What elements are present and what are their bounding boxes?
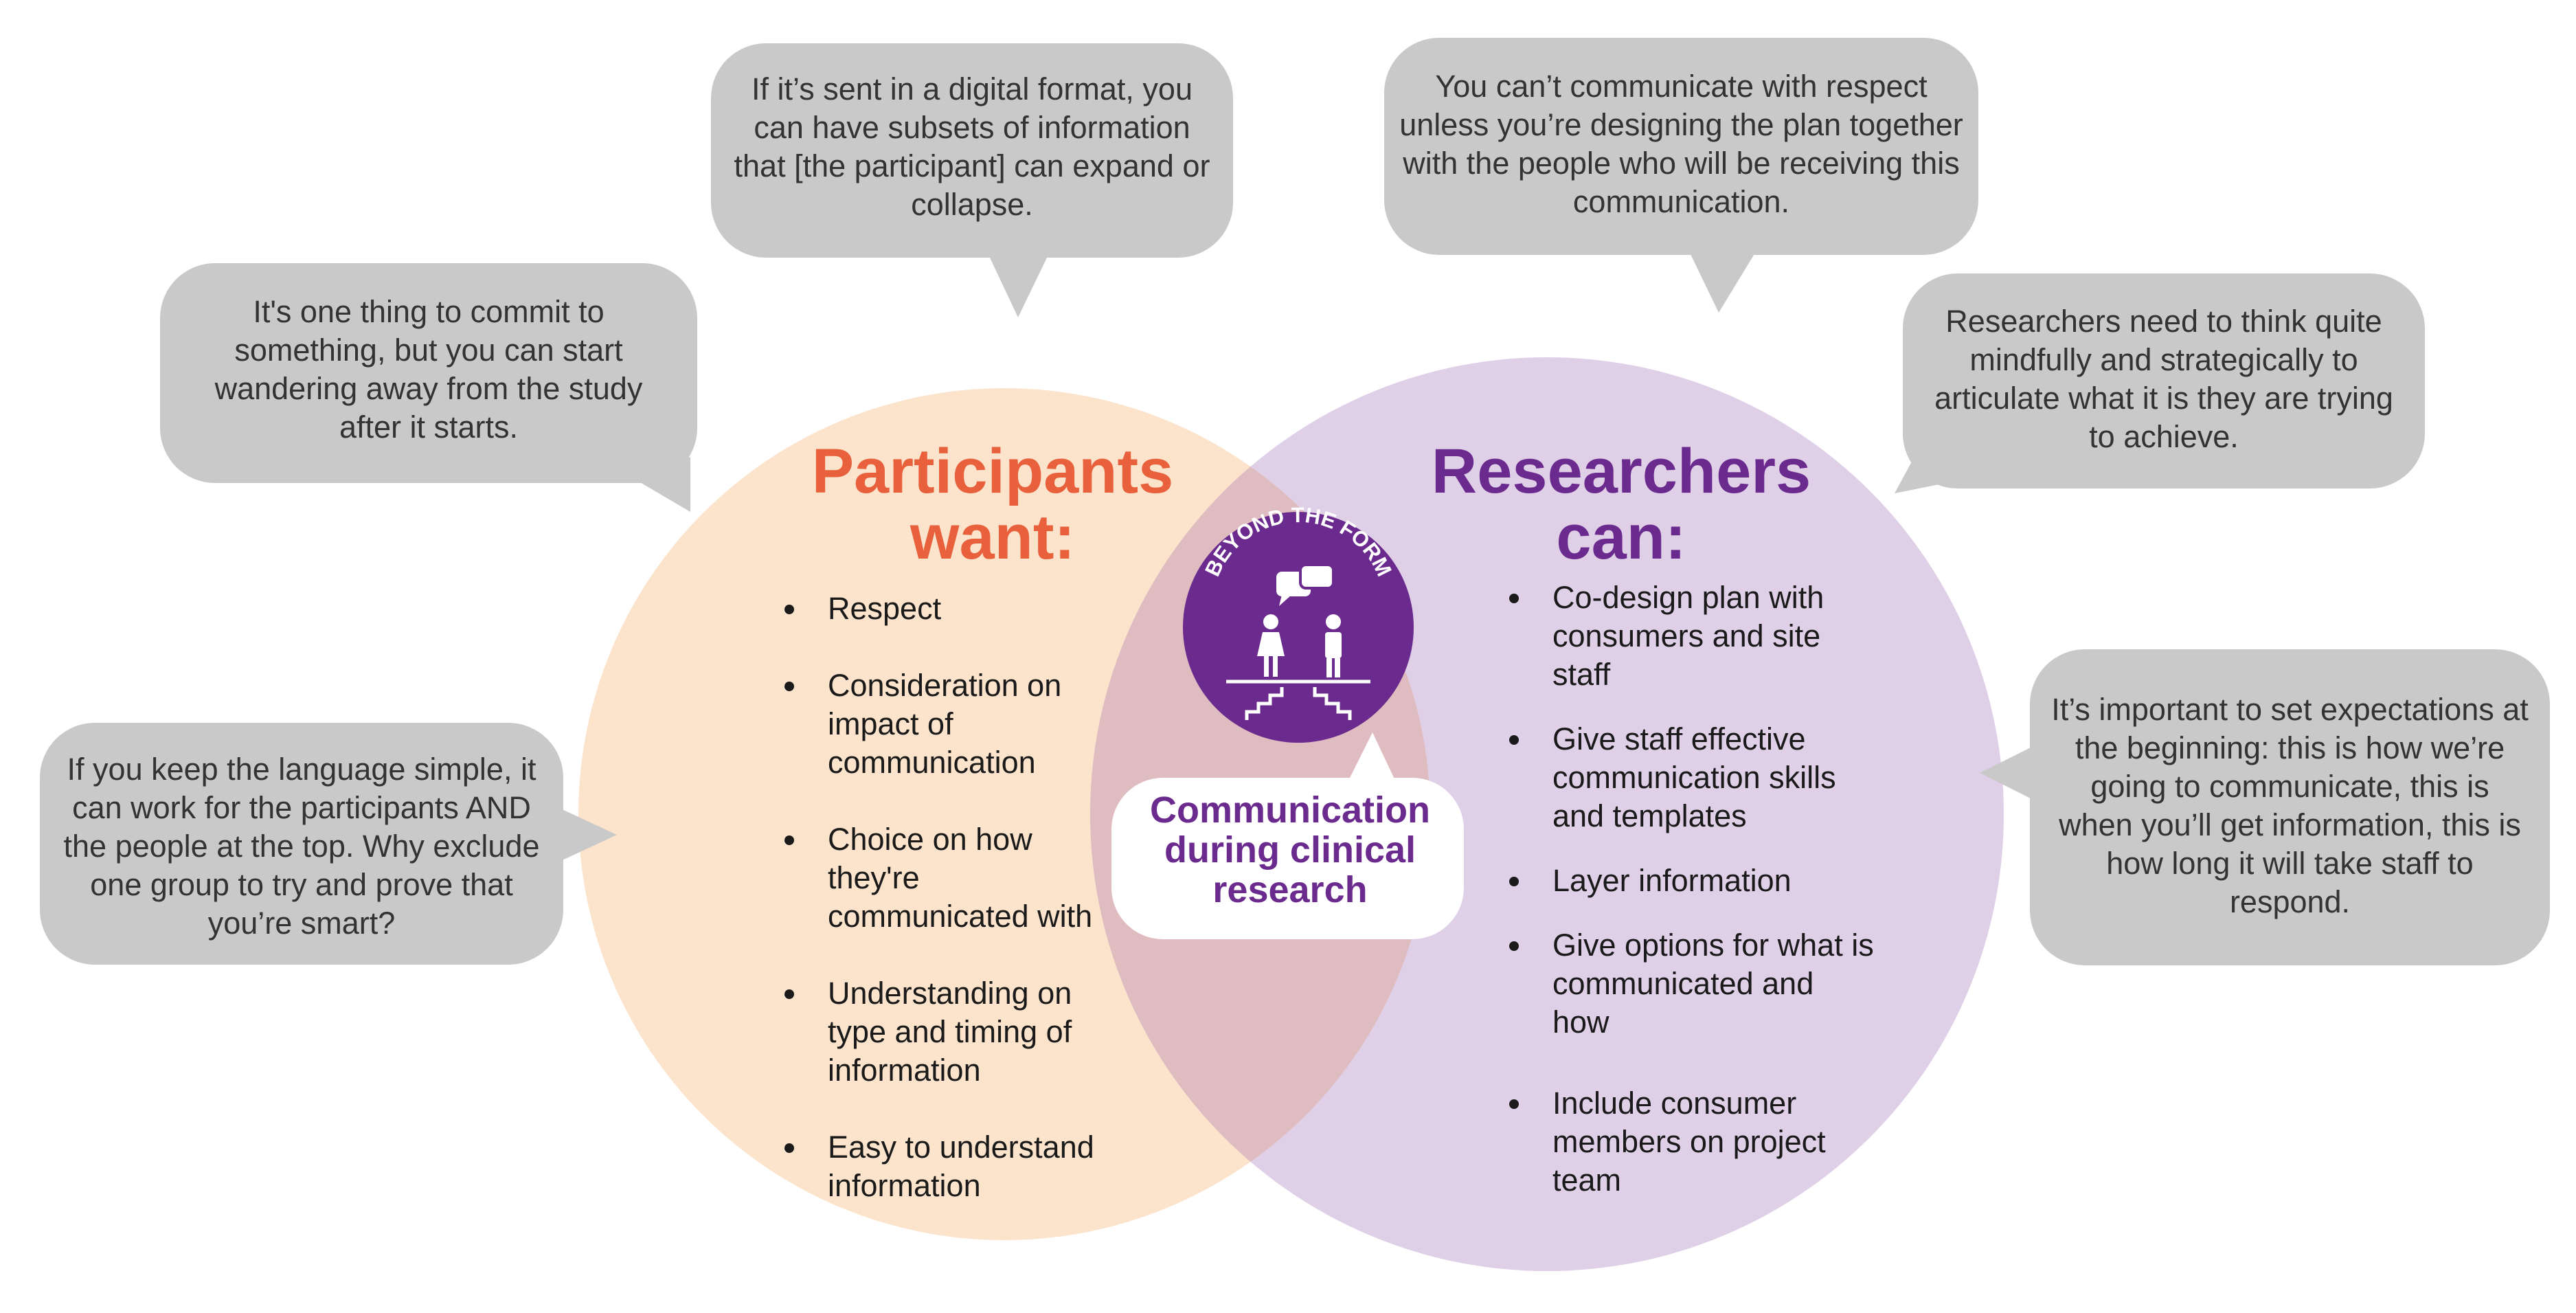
quote-text: It's one thing to commit to something, b… bbox=[214, 294, 643, 445]
participants-item: Choice on how they're communicated with bbox=[783, 820, 1127, 936]
researchers-list: Co-design plan with consumers and site s… bbox=[1508, 579, 1879, 1200]
researchers-item: Give options for what is communicated an… bbox=[1508, 926, 1879, 1042]
researchers-item: Give staff effective communication skill… bbox=[1508, 720, 1879, 835]
quote-text: You can’t communicate with respect unles… bbox=[1399, 69, 1963, 219]
participants-list: Respect Consideration on impact of commu… bbox=[783, 590, 1127, 1205]
researchers-item: Layer information bbox=[1508, 862, 1879, 900]
center-label: Communication during clinical research bbox=[1149, 789, 1430, 910]
quote-text: If you keep the language simple, it can … bbox=[63, 752, 540, 941]
chat-bubbles-icon bbox=[1276, 563, 1335, 606]
quote-bubble-right bbox=[1895, 273, 2425, 493]
participants-item: Understanding on type and timing of info… bbox=[783, 974, 1127, 1090]
participants-item: Consideration on impact of communication bbox=[783, 666, 1127, 782]
quote-bubble-far-left bbox=[40, 723, 617, 965]
researchers-item: Include consumer members on project team bbox=[1508, 1084, 1879, 1200]
quote-bubble-left bbox=[160, 263, 697, 512]
stairs-icon bbox=[1226, 680, 1370, 720]
quote-bubble-top-left bbox=[711, 43, 1233, 317]
quote-bubble-top-right bbox=[1384, 38, 1978, 313]
researchers-item: Co-design plan with consumers and site s… bbox=[1508, 579, 1879, 694]
participants-heading: Participants want: bbox=[811, 436, 1174, 572]
person-right-icon bbox=[1325, 614, 1342, 677]
quote-text: It’s important to set expectations at th… bbox=[2051, 692, 2529, 919]
quote-bubble-far-right bbox=[1980, 649, 2550, 965]
researchers-heading: Researchers can: bbox=[1431, 436, 1811, 572]
participants-item: Respect bbox=[783, 590, 1127, 628]
quote-text: If it’s sent in a digital format, you ca… bbox=[734, 71, 1210, 222]
quote-text: Researchers need to think quite mindfull… bbox=[1934, 304, 2393, 454]
participants-item: Easy to understand information bbox=[783, 1128, 1127, 1205]
person-left-icon bbox=[1257, 614, 1285, 677]
center-label-bubble bbox=[1111, 732, 1464, 939]
